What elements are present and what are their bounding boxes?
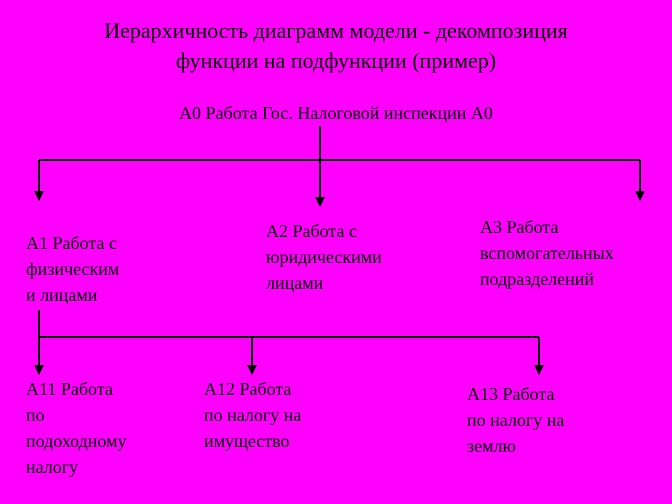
node-a2-line-1: А2 Работа с [266,221,357,241]
node-a1-line-2: физическим [26,259,120,279]
node-a12-line-3: имущество [204,431,290,451]
node-a11-line-2: по [26,405,45,425]
node-a3-line-1: А3 Работа [480,217,559,237]
node-a3-line-2: вспомогательных [480,243,614,263]
node-a2: А2 Работа с юридическими лицами [266,218,382,296]
node-a12-line-2: по налогу на [204,405,302,425]
node-a11-line-1: А11 Работа [26,379,113,399]
node-a13-line-1: А13 Работа [467,384,555,404]
node-a13-line-2: по налогу на [467,410,565,430]
node-a2-line-2: юридическими [266,247,382,267]
diagram-title: Иерархичность диаграмм модели - декомпоз… [0,16,672,76]
node-a11-line-4: налогу [26,457,79,477]
node-a12: А12 Работа по налогу на имущество [204,376,301,454]
node-a3: А3 Работа вспомогательных подразделений [480,214,614,292]
node-a1: А1 Работа с физическим и лицами [26,230,119,308]
node-a2-line-3: лицами [266,273,324,293]
node-a11: А11 Работа по подоходному налогу [26,376,126,480]
node-a12-line-1: А12 Работа [204,379,292,399]
node-a13-line-3: землю [467,436,516,456]
node-a0: А0 Работа Гос. Налоговой инспекции А0 [0,100,672,126]
node-a1-line-3: и лицами [26,285,98,305]
node-a0-label: А0 Работа Гос. Налоговой инспекции А0 [179,103,493,123]
node-a1-line-1: А1 Работа с [26,233,117,253]
node-a11-line-3: подоходному [26,431,127,451]
title-line-1: Иерархичность диаграмм модели - декомпоз… [104,18,568,43]
node-a3-line-3: подразделений [480,269,595,289]
title-line-2: функции на подфункции (пример) [175,48,497,73]
node-a13: А13 Работа по налогу на землю [467,381,564,459]
